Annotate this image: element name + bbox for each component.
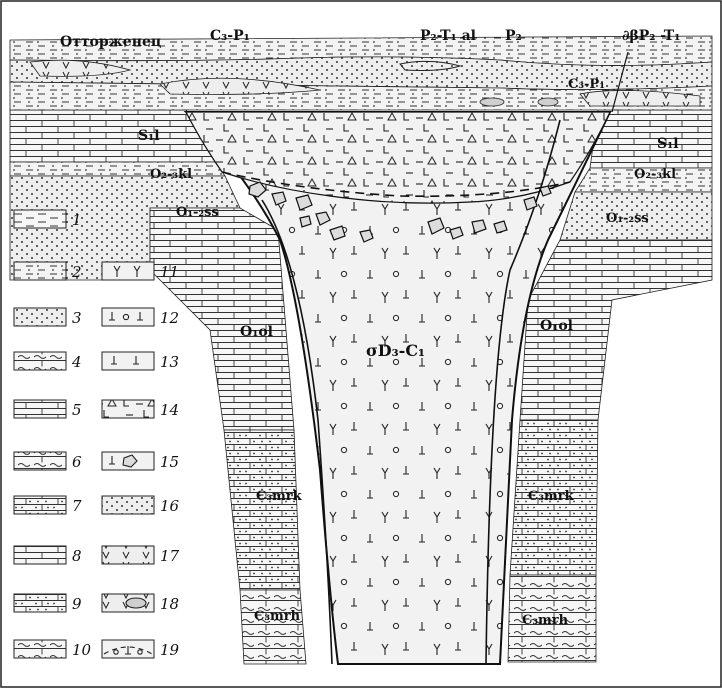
label-p2t1al: P₂-T₁ al <box>420 28 476 44</box>
legend-swatch-12 <box>101 307 155 327</box>
legend-swatch-1 <box>13 209 67 229</box>
legend-swatch-11 <box>101 261 155 281</box>
label-dikes: ∂βP₂ -T₁ <box>622 28 680 44</box>
host-rocks-right <box>507 109 713 663</box>
label-e3mrk-left: Є₃mrk <box>256 489 303 504</box>
legend-num-18: 18 <box>160 595 179 613</box>
legend-num-10: 10 <box>72 641 92 659</box>
legend-left-numbers: 1 2 3 4 5 6 7 8 9 10 <box>71 211 92 659</box>
legend-num-3: 3 <box>72 309 82 327</box>
legend-swatch-2 <box>13 261 67 281</box>
label-o1ol-right: O₁ol <box>540 318 573 334</box>
legend-num-13: 13 <box>160 353 179 371</box>
legend-swatch-3 <box>13 307 67 327</box>
legend-swatch-6 <box>13 451 67 471</box>
tuff-lower-boundary <box>221 171 571 198</box>
legend-swatch-13 <box>101 351 155 371</box>
label-e3mrh-left: Є₃mrh <box>254 609 301 624</box>
legend-num-14: 14 <box>160 401 179 419</box>
legend-num-4: 4 <box>71 353 82 371</box>
legend-swatch-4 <box>13 351 67 371</box>
label-o12ss-right: O₁-₂ss <box>606 211 649 226</box>
label-o23kl-left: O₂-₃kl <box>150 167 192 182</box>
legend-num-6: 6 <box>72 453 82 471</box>
legend-num-8: 8 <box>72 547 82 565</box>
legend-num-17: 17 <box>160 547 180 565</box>
legend-num-15: 15 <box>160 453 179 471</box>
label-p2: P₂ <box>505 28 522 44</box>
legend-swatch-17 <box>101 545 155 565</box>
legend-swatch-10 <box>13 639 67 659</box>
label-ottorzhenets: Отторженец <box>60 34 161 50</box>
label-o12ss-left: O₁-₂ss <box>176 205 219 220</box>
pipe-inner-contact-right <box>485 119 561 665</box>
legend-num-19: 19 <box>160 641 180 659</box>
legend-swatch-14 <box>101 399 155 419</box>
legend-num-16: 16 <box>160 497 180 515</box>
legend-right-symbols <box>103 265 153 655</box>
label-e3mrk-right: Є₃mrk <box>528 489 575 504</box>
label-s1-left: S₁l <box>138 128 160 144</box>
legend-right-numbers: 11 12 13 14 15 16 17 18 19 <box>160 263 180 659</box>
label-o23kl-right: O₂-₃kl <box>634 167 676 182</box>
breccia-blocks <box>248 181 552 243</box>
crater-tuff <box>185 111 611 204</box>
label-c3p1-right: C₃-P₁ <box>568 77 605 92</box>
legend-num-5: 5 <box>72 401 82 419</box>
legend-swatch-5 <box>13 399 67 419</box>
legend-num-7: 7 <box>72 497 82 515</box>
legend-swatch-8 <box>13 545 67 565</box>
kimberlite-pipe <box>183 111 612 665</box>
host-rocks-left <box>9 109 307 665</box>
label-pipe: σD₃-C₁ <box>366 341 425 360</box>
legend-num-12: 12 <box>160 309 179 327</box>
label-c3p1-top: C₃-P₁ <box>210 28 250 44</box>
legend-swatch-9 <box>13 593 67 613</box>
legend-swatch-7 <box>13 495 67 515</box>
legend-num-2: 2 <box>71 263 82 281</box>
pipe-inner-contact-left <box>261 199 333 665</box>
label-s1-right: S₁l <box>657 136 679 152</box>
legend-left <box>13 209 67 659</box>
legend-num-9: 9 <box>72 595 82 613</box>
cover-sediments <box>9 35 713 113</box>
label-e3mrh-right: Є₃mrh <box>522 613 569 628</box>
legend-num-1: 1 <box>72 211 82 229</box>
legend-num-11: 11 <box>160 263 179 281</box>
legend-swatch-16 <box>101 495 155 515</box>
label-o1ol-left: O₁ol <box>240 324 273 340</box>
section-labels: Отторженец C₃-P₁ P₂-T₁ al P₂ ∂βP₂ -T₁ C₃… <box>60 28 680 628</box>
